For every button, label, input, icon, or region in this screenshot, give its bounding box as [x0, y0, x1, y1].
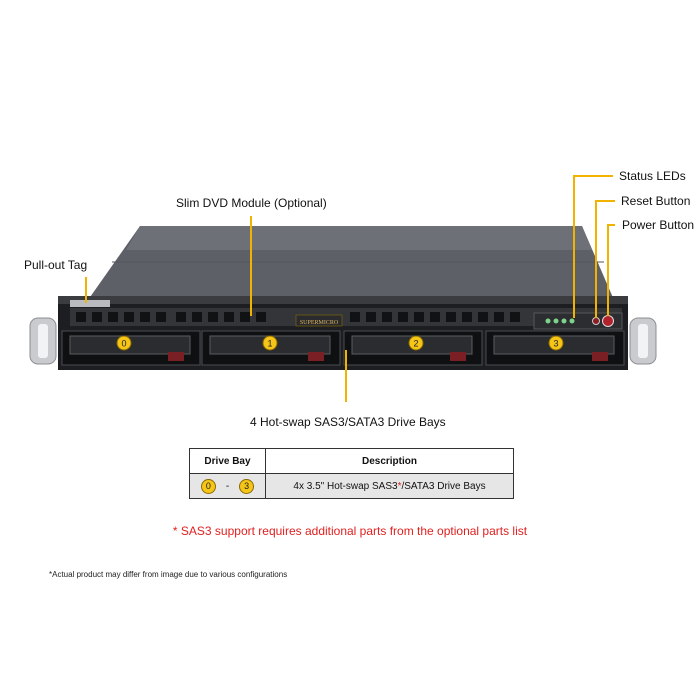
svg-text:3: 3 — [553, 339, 558, 349]
slim-dvd-leader — [250, 216, 252, 316]
svg-text:1: 1 — [267, 339, 272, 349]
description-prefix: 4x 3.5" Hot-swap SAS3 — [293, 480, 398, 492]
table-header-description: Description — [265, 448, 514, 474]
bay-range-separator: - — [225, 480, 230, 492]
power-button-label: Power Button — [622, 218, 695, 232]
reset-button-leader-h — [595, 200, 615, 202]
drive-bay-table: Drive Bay Description 0-3 4x 3.5" Hot-sw… — [189, 448, 514, 499]
reset-button-label: Reset Button — [621, 194, 691, 208]
bay-badge-0: 0 — [116, 335, 132, 351]
status-led — [553, 318, 559, 324]
left-rack-ear[interactable] — [29, 317, 57, 365]
description-suffix: /SATA3 Drive Bays — [401, 480, 486, 492]
status-leds-leader-h — [573, 175, 613, 177]
power-button-leader-h — [607, 224, 615, 226]
pull-out-tag[interactable] — [70, 300, 110, 307]
description-asterisk: * — [397, 480, 402, 492]
status-leds-leader-v — [573, 175, 575, 318]
slim-dvd-label: Slim DVD Module (Optional) — [176, 196, 327, 210]
reset-button-leader-v — [595, 200, 597, 318]
drive-bays-label: 4 Hot-swap SAS3/SATA3 Drive Bays — [250, 415, 446, 429]
description-cell: 4x 3.5" Hot-swap SAS3*/SATA3 Drive Bays — [265, 473, 514, 499]
power-button[interactable] — [602, 315, 614, 327]
status-leds-label: Status LEDs — [619, 169, 686, 183]
status-led — [569, 318, 575, 324]
bay-range-end-badge: 3 — [239, 478, 255, 494]
bay-range-start-badge: 0 — [200, 478, 216, 494]
power-button-leader-v — [607, 224, 609, 316]
pull-out-tag-leader — [85, 277, 87, 303]
drive-bay-range-cell: 0-3 — [189, 473, 266, 499]
svg-text:0: 0 — [121, 339, 126, 349]
bay-badge-2: 2 — [408, 335, 424, 351]
svg-text:2: 2 — [413, 339, 418, 349]
control-panel — [533, 312, 623, 330]
brand-logo: SUPERMICRO — [300, 320, 339, 326]
bay-badge-1: 1 — [262, 335, 278, 351]
sas3-footnote: * SAS3 support requires additional parts… — [172, 524, 528, 538]
drive-bay-0[interactable] — [61, 330, 201, 366]
bay-badge-3: 3 — [548, 335, 564, 351]
status-led — [561, 318, 567, 324]
product-disclaimer: *Actual product may differ from image du… — [49, 570, 288, 579]
table-header-drive-bay: Drive Bay — [189, 448, 266, 474]
drive-bays-leader — [345, 350, 347, 402]
right-rack-ear[interactable] — [629, 317, 657, 365]
table-row: 0-3 4x 3.5" Hot-swap SAS3*/SATA3 Drive B… — [189, 473, 514, 499]
status-led — [545, 318, 551, 324]
reset-button[interactable] — [592, 317, 600, 325]
pull-out-tag-label: Pull-out Tag — [24, 258, 88, 272]
